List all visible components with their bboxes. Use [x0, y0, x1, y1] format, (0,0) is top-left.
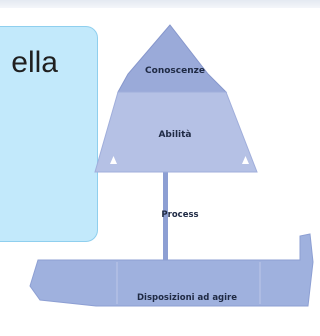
process-connector: [163, 170, 168, 262]
base-disposizioni: [29, 233, 314, 307]
up-arrow-left-icon: [110, 156, 117, 164]
block-abilita: [94, 91, 258, 173]
label-conoscenze: Conoscenze: [145, 66, 205, 76]
up-arrow-right-icon: [242, 156, 249, 164]
top-header-strip: [0, 0, 320, 8]
label-abilita: Abilità: [158, 130, 191, 140]
label-process: Process: [161, 210, 198, 220]
label-disposizioni: Disposizioni ad agire: [137, 293, 237, 303]
callout-text: ella: [11, 47, 58, 79]
peak-conoscenze: [117, 24, 228, 93]
callout-box: ella: [0, 26, 98, 242]
